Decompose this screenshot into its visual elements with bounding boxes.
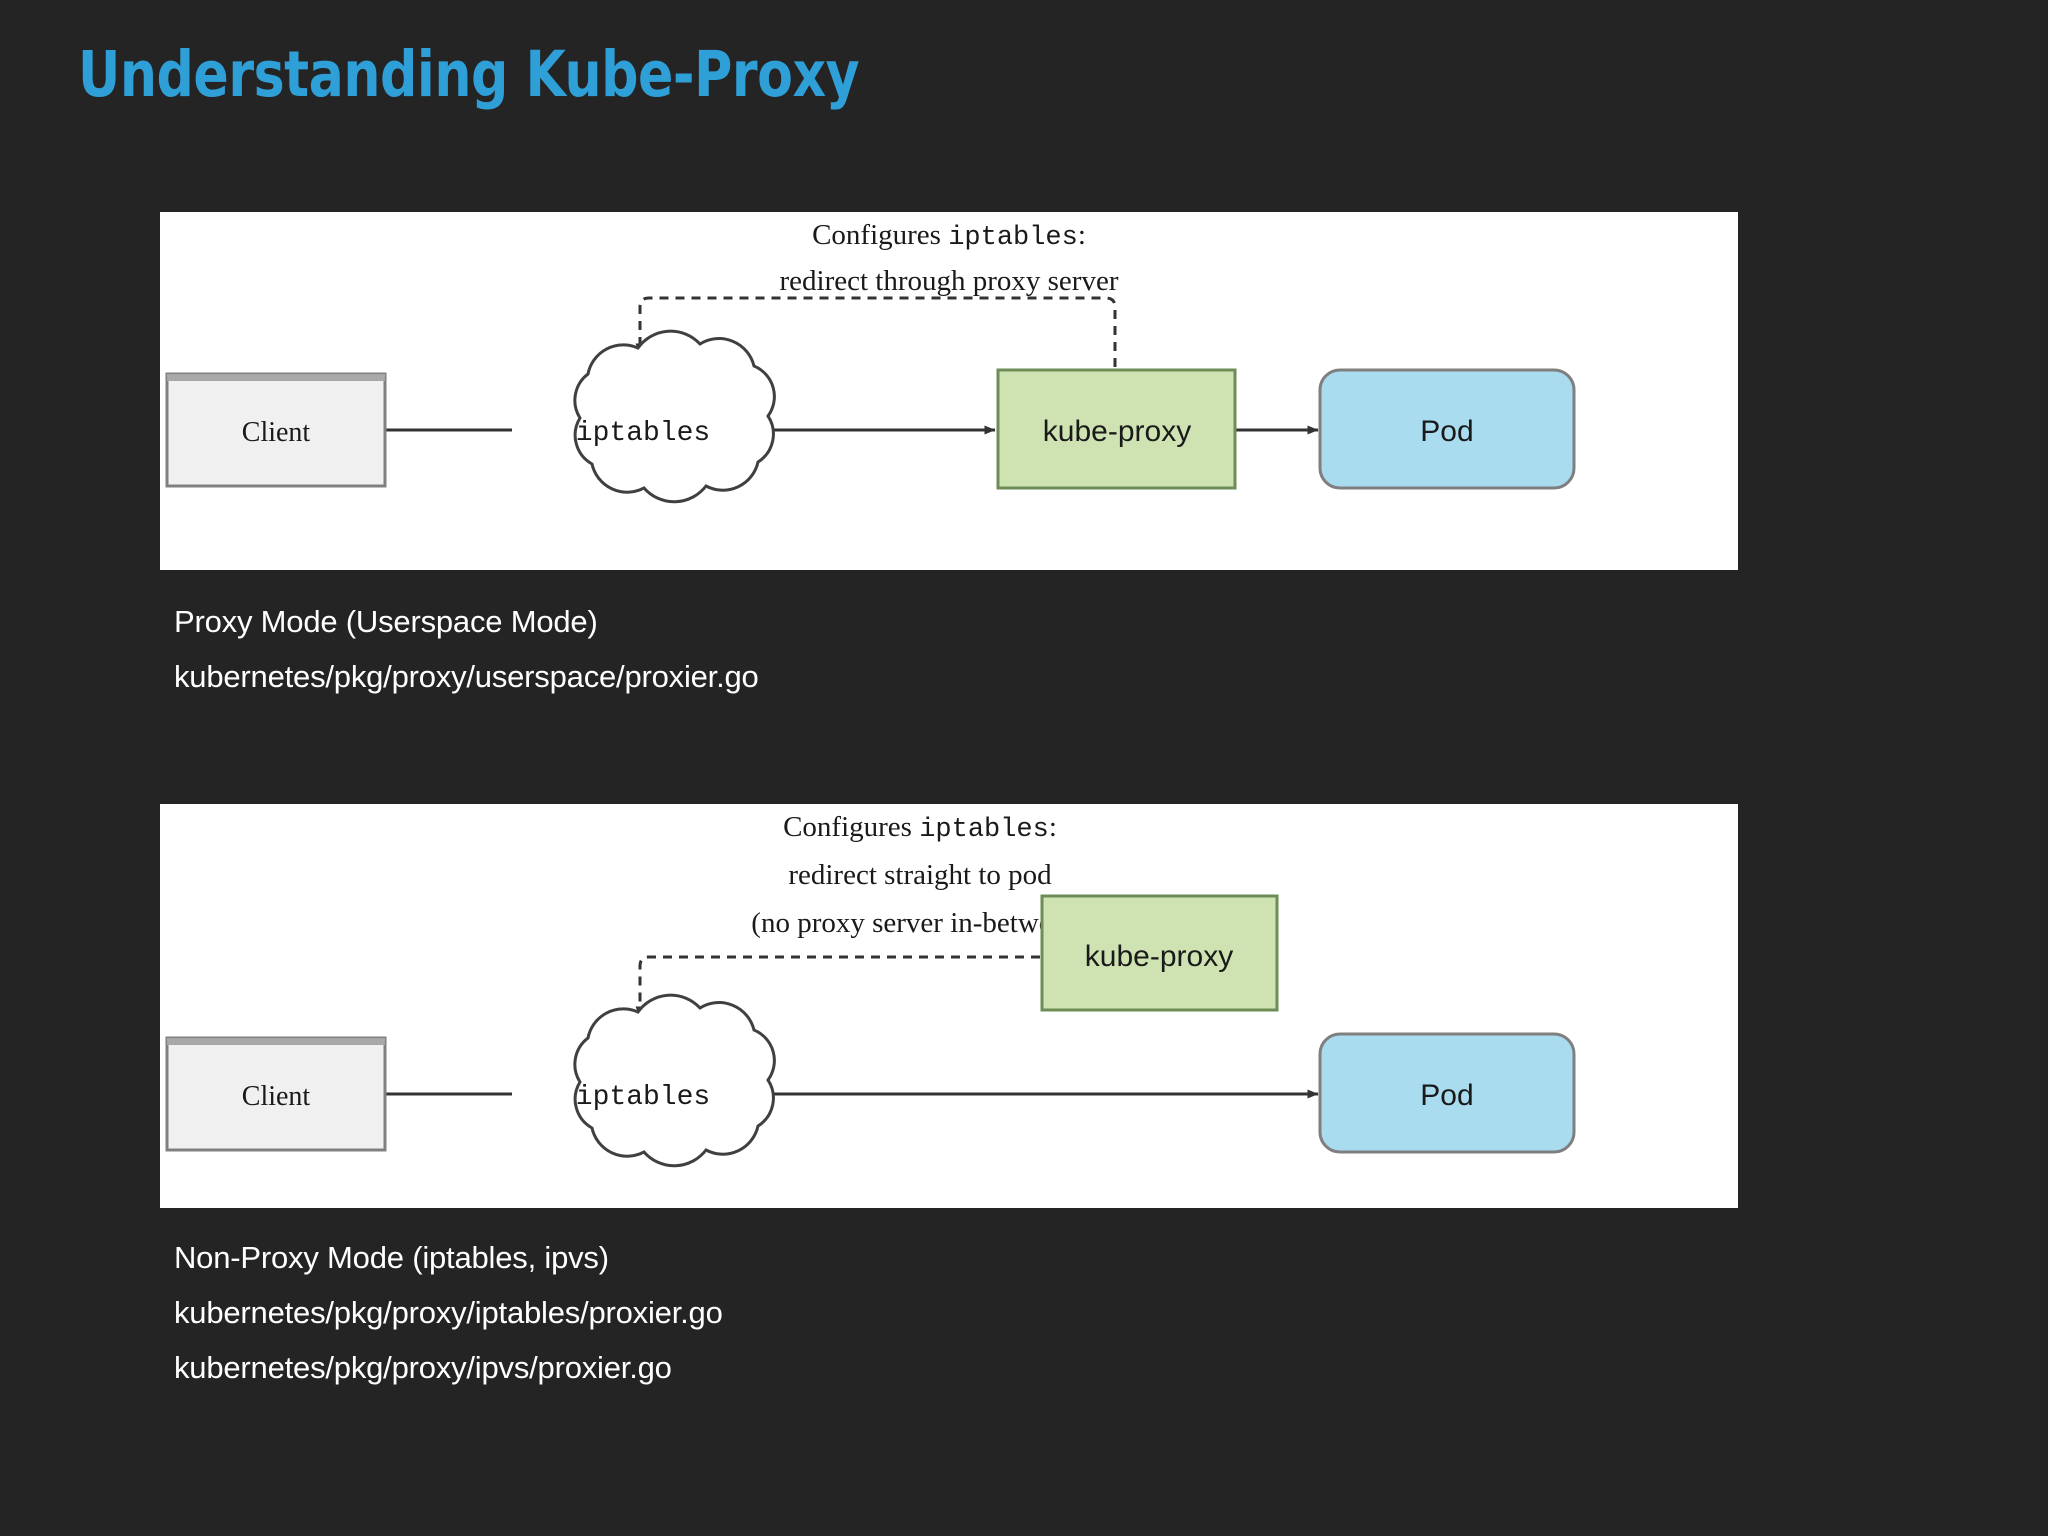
annotation-line-2: redirect through proxy server: [779, 265, 1118, 297]
node-client: Client: [165, 372, 387, 488]
node2-pod-label: Pod: [1420, 1079, 1473, 1112]
annotation-line-1: Configures iptables:: [812, 219, 1086, 253]
caption2-line-path-2: kubernetes/pkg/proxy/ipvs/proxier.go: [174, 1350, 672, 1385]
annotation-plain-prefix: Configures: [812, 219, 948, 251]
diagram-userspace-proxy-mode-svg: Configures iptables: redirect through pr…: [165, 219, 1576, 504]
annotation-plain-suffix: :: [1078, 219, 1086, 251]
node-pod: Pod: [1318, 368, 1576, 490]
node2-iptables: iptables: [573, 993, 776, 1168]
annotation-mono-iptables: iptables: [948, 223, 1078, 253]
node-iptables: iptables: [573, 329, 776, 504]
annotation2-mono-iptables: iptables: [919, 815, 1049, 845]
caption-non-proxy-mode: Non-Proxy Mode (iptables, ipvs) kubernet…: [174, 1230, 723, 1395]
node-iptables-label: iptables: [576, 418, 710, 449]
page-title: Understanding Kube-Proxy: [78, 38, 860, 111]
caption-line-title: Proxy Mode (Userspace Mode): [174, 604, 598, 639]
node2-pod: Pod: [1318, 1032, 1576, 1154]
node2-client: Client: [165, 1036, 387, 1152]
annotation2-line-3: (no proxy server in-between): [751, 907, 1088, 939]
node2-kube-proxy-label: kube-proxy: [1085, 940, 1233, 973]
node-kube-proxy-label: kube-proxy: [1043, 415, 1191, 448]
diagram-non-proxy-mode-svg: Configures iptables: redirect straight t…: [165, 811, 1576, 1168]
diagram-panel-userspace-proxy-mode: Configures iptables: redirect through pr…: [160, 212, 1738, 570]
node2-kube-proxy: kube-proxy: [1040, 894, 1279, 1012]
edge2-kube-proxy-to-iptables-dashed: [635, 955, 1040, 1018]
node2-client-label: Client: [242, 1081, 311, 1112]
node-kube-proxy: kube-proxy: [996, 368, 1237, 490]
caption2-line-title: Non-Proxy Mode (iptables, ipvs): [174, 1240, 609, 1275]
annotation2-plain-prefix: Configures: [783, 811, 919, 843]
caption-line-path-1: kubernetes/pkg/proxy/userspace/proxier.g…: [174, 659, 759, 694]
node-client-label: Client: [242, 417, 311, 448]
caption-userspace-proxy-mode: Proxy Mode (Userspace Mode) kubernetes/p…: [174, 594, 759, 704]
annotation2-line-1: Configures iptables:: [783, 811, 1057, 845]
node2-iptables-label: iptables: [576, 1082, 710, 1113]
diagram-panel-non-proxy-mode: Configures iptables: redirect straight t…: [160, 804, 1738, 1208]
annotation2-plain-suffix: :: [1049, 811, 1057, 843]
caption2-line-path-1: kubernetes/pkg/proxy/iptables/proxier.go: [174, 1295, 723, 1330]
annotation2-line-2: redirect straight to pod: [788, 859, 1052, 891]
node-pod-label: Pod: [1420, 415, 1473, 448]
